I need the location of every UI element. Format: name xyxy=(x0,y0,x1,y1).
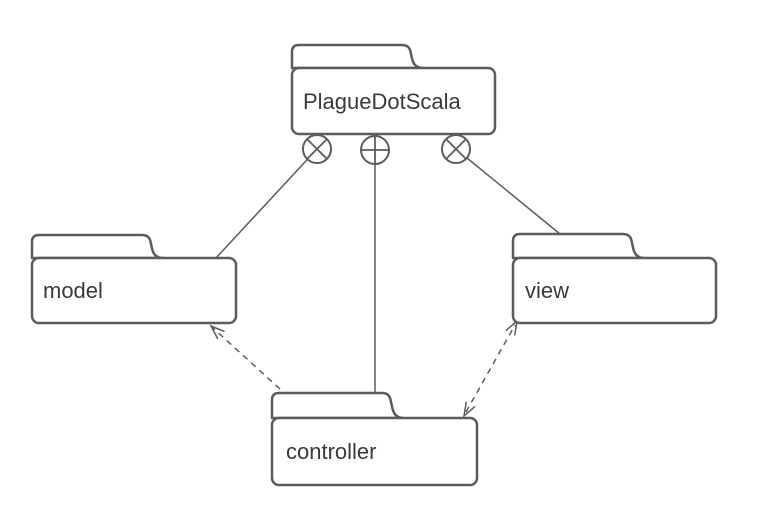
package-tab[interactable] xyxy=(30,233,165,260)
connector-plaguedotscala-model[interactable] xyxy=(215,148,318,259)
connector-plaguedotscala-view[interactable] xyxy=(455,148,561,235)
package-label-view: view xyxy=(525,278,569,303)
package-plaguedotscala[interactable]: PlagueDotScala xyxy=(290,43,497,136)
package-view[interactable]: view xyxy=(511,232,718,325)
package-controller[interactable]: controller xyxy=(270,391,479,487)
package-tab[interactable] xyxy=(270,391,405,420)
open-arrowhead-icon xyxy=(505,319,519,336)
dependency-controller-to-model[interactable] xyxy=(209,324,281,390)
containment-line-to-model[interactable] xyxy=(215,148,318,259)
circle-plus-icon xyxy=(360,135,390,165)
dashed-dependency-line[interactable] xyxy=(465,324,516,413)
package-label-model: model xyxy=(43,278,103,303)
package-label-plaguedotscala: PlagueDotScala xyxy=(303,89,462,114)
open-arrowhead-icon xyxy=(209,324,225,340)
package-model[interactable]: model xyxy=(30,233,238,325)
circle-cross-icon xyxy=(441,134,471,164)
package-body[interactable] xyxy=(270,416,479,487)
dashed-dependency-line[interactable] xyxy=(212,327,281,390)
containment-line-to-view[interactable] xyxy=(455,148,561,235)
package-body[interactable] xyxy=(30,256,238,325)
circle-cross-icon xyxy=(302,134,332,164)
package-tab[interactable] xyxy=(511,232,646,260)
dependency-controller-view-bidirectional[interactable] xyxy=(462,319,519,418)
package-tab[interactable] xyxy=(290,43,425,70)
package-body[interactable] xyxy=(511,256,718,325)
open-arrowhead-icon xyxy=(462,401,476,418)
package-body[interactable] xyxy=(290,66,497,136)
package-label-controller: controller xyxy=(286,439,376,464)
